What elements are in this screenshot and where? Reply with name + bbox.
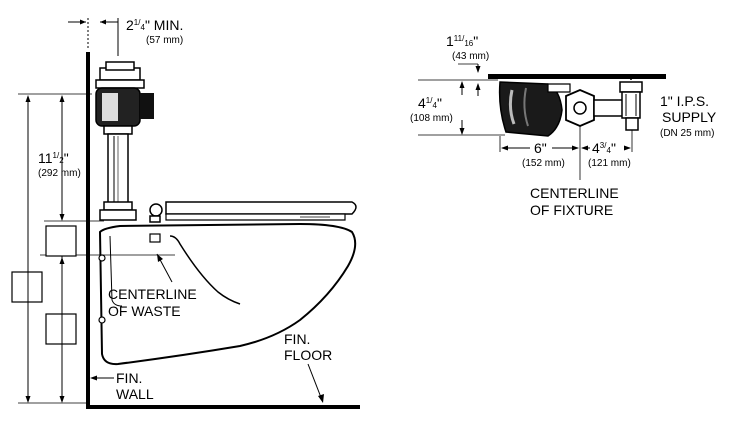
depth-num: 11: [454, 34, 463, 43]
carrier-box-side: [11, 271, 43, 303]
wall-clearance-metric: (57 mm): [146, 35, 183, 46]
vheight-den: 4: [432, 101, 437, 110]
offset-whole: 4: [592, 140, 600, 156]
wall-clearance-num: 1: [134, 18, 139, 27]
centerline-waste-line1: CENTERLINE: [108, 286, 197, 302]
centerline-fixture-line1: CENTERLINE: [530, 185, 619, 201]
depth-den: 16: [464, 39, 473, 48]
height-whole: 11: [38, 150, 53, 166]
supply-offset-dimension: 43/4" (121 mm): [581, 140, 631, 169]
side-elevation: 21/4" MIN. (57 mm): [11, 17, 360, 409]
offset-den: 4: [606, 146, 611, 155]
svg-text:41/4": 41/4": [418, 95, 442, 111]
supply-line3: (DN 25 mm): [660, 128, 714, 139]
carrier-box-lower: [45, 313, 77, 345]
height-num: 1: [53, 151, 58, 160]
overall-height-dimension: [18, 93, 92, 404]
flush-valve-side: [95, 61, 154, 221]
vheight-num: 1: [426, 96, 431, 105]
valve-width-dimension: 6" (152 mm): [499, 126, 633, 180]
vheight-metric: (108 mm): [410, 113, 453, 124]
width-text: 6": [534, 140, 547, 156]
svg-text:43/4": 43/4": [592, 140, 616, 156]
svg-text:21/4" MIN.: 21/4" MIN.: [126, 17, 183, 33]
svg-text:111/16": 111/16": [446, 33, 478, 49]
finished-wall-label: FIN. WALL: [90, 370, 154, 402]
fin-floor-line1: FIN.: [284, 331, 310, 347]
width-metric: (152 mm): [522, 158, 565, 169]
finished-floor-label: FIN. FLOOR: [284, 331, 332, 403]
depth-whole: 1: [446, 33, 454, 49]
wall-clearance-den: 4: [140, 23, 145, 32]
supply-line2: SUPPLY: [662, 109, 717, 125]
centerline-fixture-line2: OF FIXTURE: [530, 202, 613, 218]
height-den: 2: [59, 156, 64, 165]
waste-centerline: CENTERLINE OF WASTE: [40, 253, 197, 319]
centerline-waste-line2: OF WASTE: [108, 303, 181, 319]
height-unit: ": [64, 150, 69, 166]
toilet-seat: [149, 201, 357, 223]
depth-unit: ": [473, 33, 478, 49]
plan-fixture-nut: [565, 89, 595, 127]
toilet-bowl: [98, 222, 357, 366]
plan-supply-stop: [593, 74, 643, 131]
valve-depth-dimension: 111/16" (43 mm): [446, 33, 489, 96]
vheight-unit: ": [437, 95, 442, 111]
wall-clearance-unit: " MIN.: [145, 17, 183, 33]
plan-wall-bar: [488, 74, 666, 79]
offset-unit: ": [611, 140, 616, 156]
fin-wall-line1: FIN.: [116, 370, 142, 386]
fin-floor-line2: FLOOR: [284, 347, 332, 363]
offset-metric: (121 mm): [588, 158, 631, 169]
supply-line1: 1" I.P.S.: [660, 93, 709, 109]
plan-view: 111/16" (43 mm) 41/4" (108 mm): [410, 33, 717, 218]
svg-text:111/2": 111/2": [38, 150, 69, 166]
carrier-box-upper: [45, 225, 77, 257]
depth-metric: (43 mm): [452, 51, 489, 62]
height-to-valve-dimension: 111/2" (292 mm): [38, 95, 104, 403]
height-metric: (292 mm): [38, 168, 81, 179]
wall-clearance-dimension: 21/4" MIN. (57 mm): [68, 17, 183, 56]
valve-height-dimension: 41/4" (108 mm): [410, 79, 505, 136]
vheight-whole: 4: [418, 95, 426, 111]
fin-wall-line2: WALL: [116, 386, 154, 402]
wall-clearance-whole: 2: [126, 17, 134, 33]
finished-floor: [86, 405, 360, 409]
finished-wall: [86, 52, 90, 409]
offset-num: 3: [600, 141, 605, 150]
